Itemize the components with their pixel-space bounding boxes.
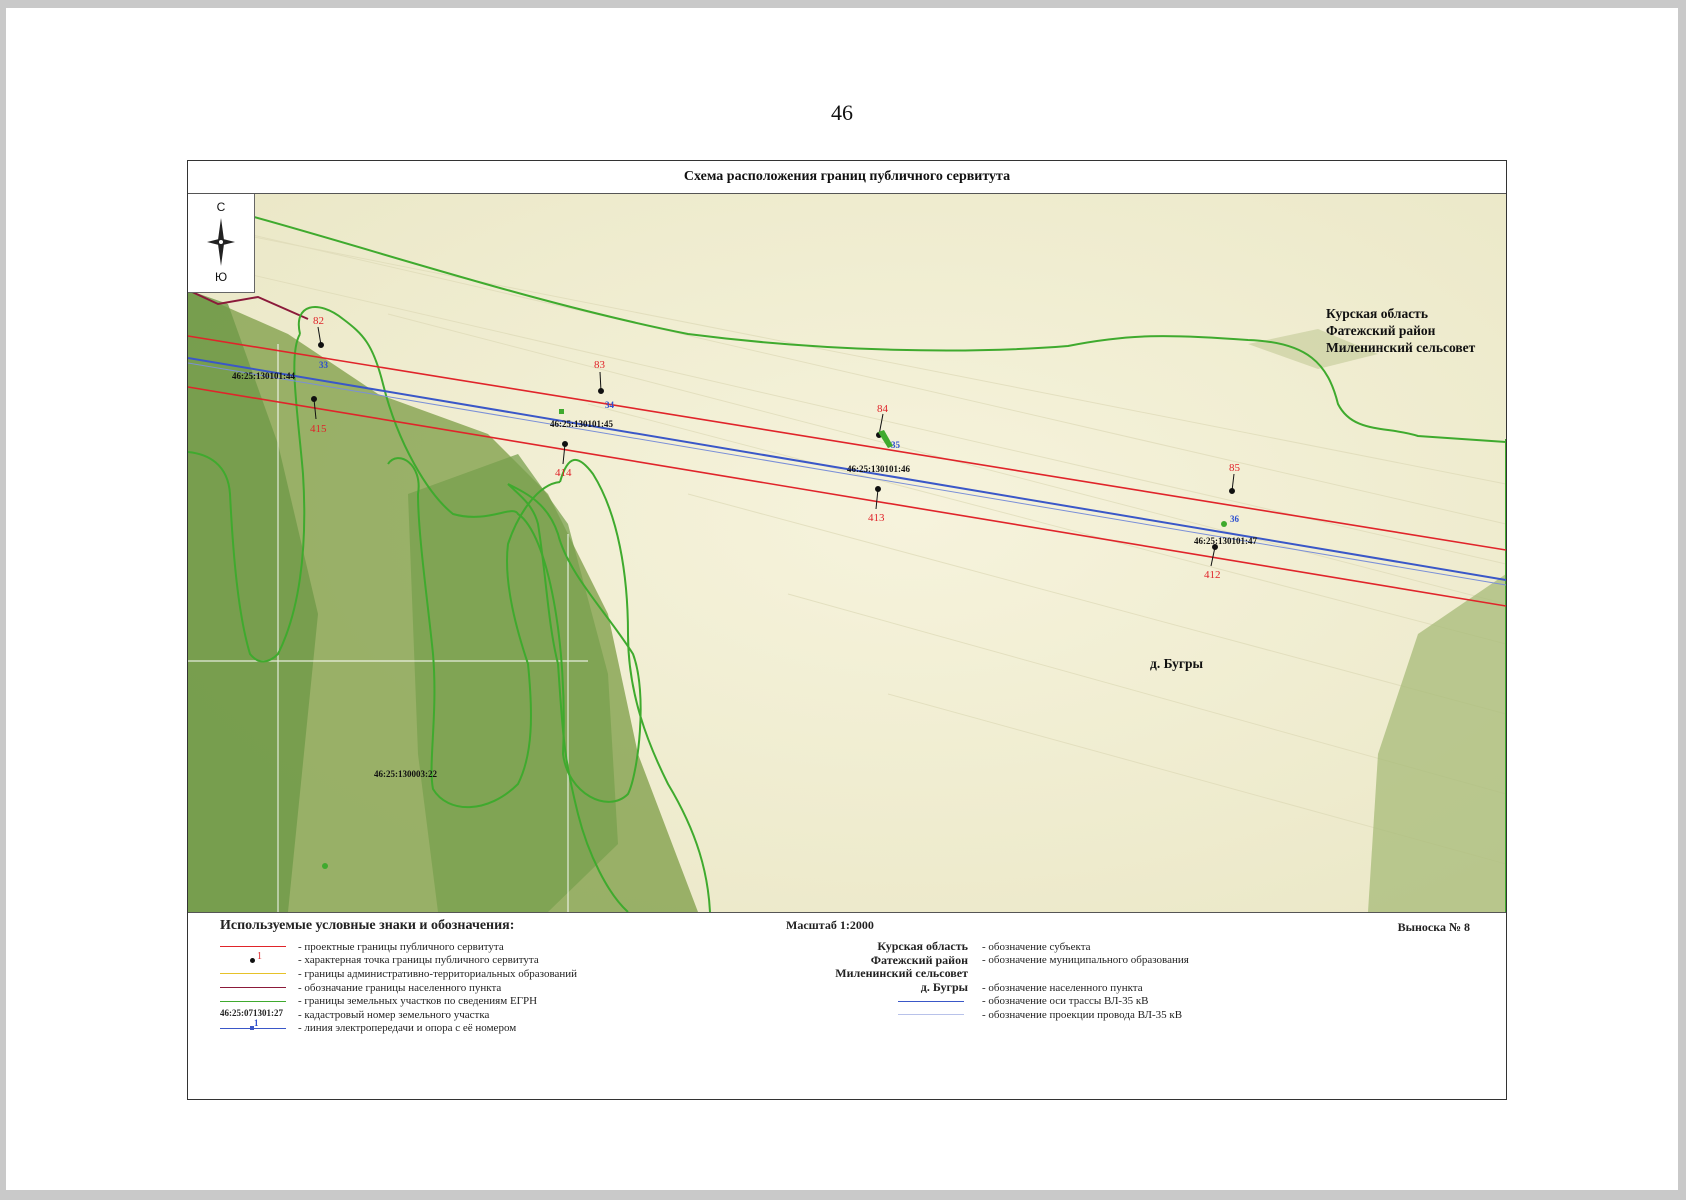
label-point-83: 83 xyxy=(594,359,606,371)
compass-north-label: С xyxy=(216,200,226,214)
characteristic-point-symbol: 1 xyxy=(220,951,296,967)
map-frame: Схема расположения границ публичного сер… xyxy=(187,160,1507,1100)
power-line-projection xyxy=(188,362,1506,586)
legend-designation-row: Курская область - обозначение субъекта xyxy=(877,939,1091,954)
map-area: 82 83 84 85 415 414 413 412 33 34 35 36 xyxy=(188,194,1506,913)
legend: Используемые условные знаки и обозначени… xyxy=(188,912,1506,1099)
parcel-boundary-north xyxy=(253,216,1506,443)
legend-item: 1 - линия электропередачи и опора с её н… xyxy=(220,1018,577,1036)
label-tower-33: 33 xyxy=(319,360,329,370)
svg-text:Миленинский сельсовет: Миленинский сельсовет xyxy=(1326,340,1476,355)
label-parcel-47: 46:25:130101:47 xyxy=(1194,536,1257,546)
label-tower-35: 35 xyxy=(891,440,901,450)
map-canvas: 82 83 84 85 415 414 413 412 33 34 35 36 xyxy=(188,194,1506,912)
legend-item: 46:25:071301:27 - кадастровый номер земе… xyxy=(220,1008,490,1021)
power-line-projection-symbol xyxy=(798,1008,968,1021)
power-line-axis-symbol xyxy=(798,995,968,1008)
settlement-label: д. Бугры xyxy=(1150,656,1204,671)
svg-text:Курская область: Курская область xyxy=(1326,306,1428,321)
admin-boundary-symbol xyxy=(220,967,296,980)
label-parcel-45: 46:25:130101:45 xyxy=(550,419,613,429)
label-point-414: 414 xyxy=(555,467,572,479)
legend-item: - обозначание границы населенного пункта xyxy=(220,981,577,995)
svg-text:Фатежский район: Фатежский район xyxy=(1326,323,1436,338)
legend-item: 1 - характерная точка границы публичного… xyxy=(220,951,577,968)
label-point-415: 415 xyxy=(310,423,327,435)
label-parcel-44: 46:25:130101:44 xyxy=(232,371,295,381)
parcel-boundaries xyxy=(188,216,1506,912)
compass-south-label: Ю xyxy=(214,270,228,284)
servitude-boundary-symbol xyxy=(220,940,296,953)
document-sheet: 46 Схема расположения границ публичного … xyxy=(6,8,1678,1190)
legend-item: - границы земельных участков по сведения… xyxy=(220,994,577,1008)
servitude-boundaries xyxy=(188,335,1506,607)
label-tower-34: 34 xyxy=(605,400,615,410)
legend-designation-row: Фатежский район - обозначение муниципаль… xyxy=(870,952,1189,967)
legend-item: - границы административно-территориальны… xyxy=(220,967,577,981)
servitude-boundary-south xyxy=(188,386,1506,607)
label-point-82: 82 xyxy=(313,315,324,327)
map-scale: Масштаб 1:2000 xyxy=(786,918,874,932)
tower-markers xyxy=(322,409,1227,869)
label-point-413: 413 xyxy=(868,512,885,524)
map-title: Схема расположения границ публичного сер… xyxy=(188,161,1506,194)
legend-designation-row: д. Бугры - обозначение населенного пункт… xyxy=(920,980,1143,995)
legend-title: Используемые условные знаки и обозначени… xyxy=(220,918,515,933)
label-point-84: 84 xyxy=(877,403,889,415)
label-parcel-46: 46:25:130101:46 xyxy=(847,464,910,474)
region-label: Курская область Фатежский район Миленинс… xyxy=(1326,306,1476,355)
tower-34-marker xyxy=(559,409,564,414)
label-parcel-22: 46:25:130003:22 xyxy=(374,769,437,779)
label-tower-36: 36 xyxy=(1230,514,1240,524)
cadastral-number-symbol: 46:25:071301:27 xyxy=(220,1008,283,1019)
tower-36-marker xyxy=(1221,521,1227,527)
legend-designation-row: - обозначение оси трассы ВЛ-35 кВ xyxy=(798,994,1189,1008)
settlement-boundary xyxy=(188,289,309,320)
legend-list: - проектные границы публичного сервитута… xyxy=(220,940,577,1035)
power-line xyxy=(188,357,1506,586)
settlement-boundary-symbol xyxy=(220,981,296,994)
parcel-boundary-symbol xyxy=(220,995,296,1008)
page-number: 46 xyxy=(831,100,853,125)
tower-35-marker xyxy=(878,430,893,448)
power-line-symbol: 1 xyxy=(220,1018,296,1035)
label-point-85: 85 xyxy=(1229,462,1241,474)
label-point-412: 412 xyxy=(1204,569,1221,581)
legend-designation-row: Миленинский сельсовет xyxy=(835,966,968,981)
servitude-boundary-north xyxy=(188,335,1506,551)
compass-rose-icon xyxy=(207,218,235,266)
forest-area-right xyxy=(1368,574,1506,912)
legend-item: - проектные границы публичного сервитута xyxy=(220,940,577,954)
callout-number: Выноска № 8 xyxy=(1397,920,1470,934)
power-line-axis xyxy=(188,357,1506,581)
legend-designations: Курская область - обозначение субъекта Ф… xyxy=(798,939,1189,1022)
legend-designation-row: - обозначение проекции провода ВЛ-35 кВ xyxy=(798,1008,1189,1022)
compass: С Ю xyxy=(188,194,255,293)
